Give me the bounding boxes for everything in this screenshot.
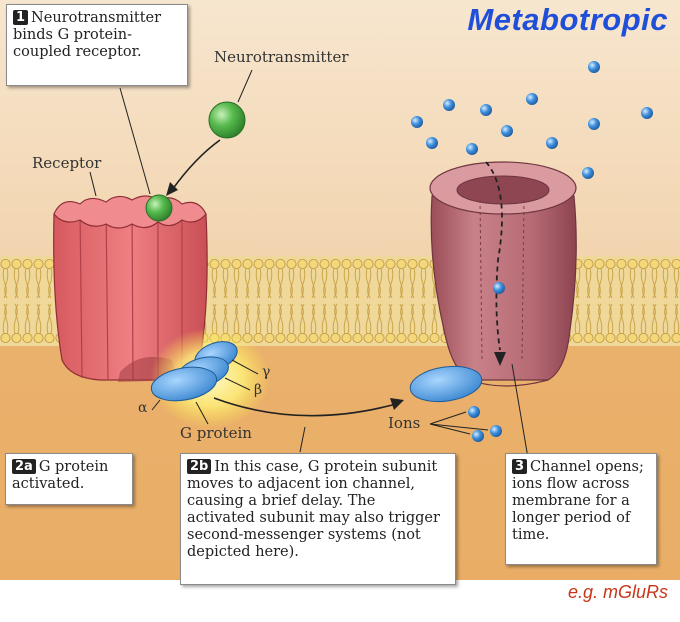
g-protein-label: G protein (180, 424, 252, 442)
ions-leader (429, 411, 489, 435)
receptor-leader (89, 171, 97, 197)
gamma-subunit-label: γ (262, 364, 271, 380)
diagram-title: Metabotropic (467, 2, 668, 37)
beta-leader (224, 377, 251, 391)
step-2b-number: 2b (187, 459, 212, 474)
intracellular-ions (468, 406, 502, 442)
bound-neurotransmitter (145, 194, 173, 222)
alpha-leader (151, 399, 161, 411)
step1-leader (119, 87, 151, 195)
g-protein (150, 341, 238, 402)
ion-in-channel (493, 282, 505, 294)
step-3-text: Channel opens; ions flow across membrane… (512, 459, 644, 543)
gprotein-leader (195, 401, 209, 425)
neurotransmitter-label: Neurotransmitter (214, 48, 349, 66)
binding-arrowhead (166, 182, 178, 196)
step-2a-number: 2a (12, 459, 36, 474)
step-1-text: Neurotransmitter binds G protein-coupled… (13, 10, 162, 60)
alpha-subunit-label: α (138, 400, 148, 416)
ion-flow-arrowhead (494, 352, 506, 366)
bottom-margin (0, 580, 680, 618)
step-3-number: 3 (512, 459, 528, 474)
beta-subunit-label: β (254, 382, 263, 398)
binding-arrow (171, 139, 221, 191)
neurotransmitter-leader (237, 69, 253, 103)
subunit-movement-arrowhead (390, 398, 404, 410)
step2b-leader (299, 426, 306, 453)
ion-flow-arrow (485, 161, 503, 351)
step-2b-text: In this case, G protein subunit moves to… (187, 459, 440, 560)
free-neurotransmitter (208, 101, 246, 139)
step3-leader (511, 363, 529, 459)
receptor-label: Receptor (32, 154, 102, 172)
g-alpha-at-channel (409, 365, 483, 403)
step-2a-text: G protein activated. (12, 459, 109, 492)
ions-label: Ions (388, 414, 421, 432)
extracellular-ions (411, 61, 653, 179)
example-caption: e.g. mGluRs (567, 582, 668, 602)
step-1-number: 1 (13, 10, 29, 25)
subunit-movement-arrow (213, 397, 397, 417)
gamma-leader (231, 359, 259, 375)
